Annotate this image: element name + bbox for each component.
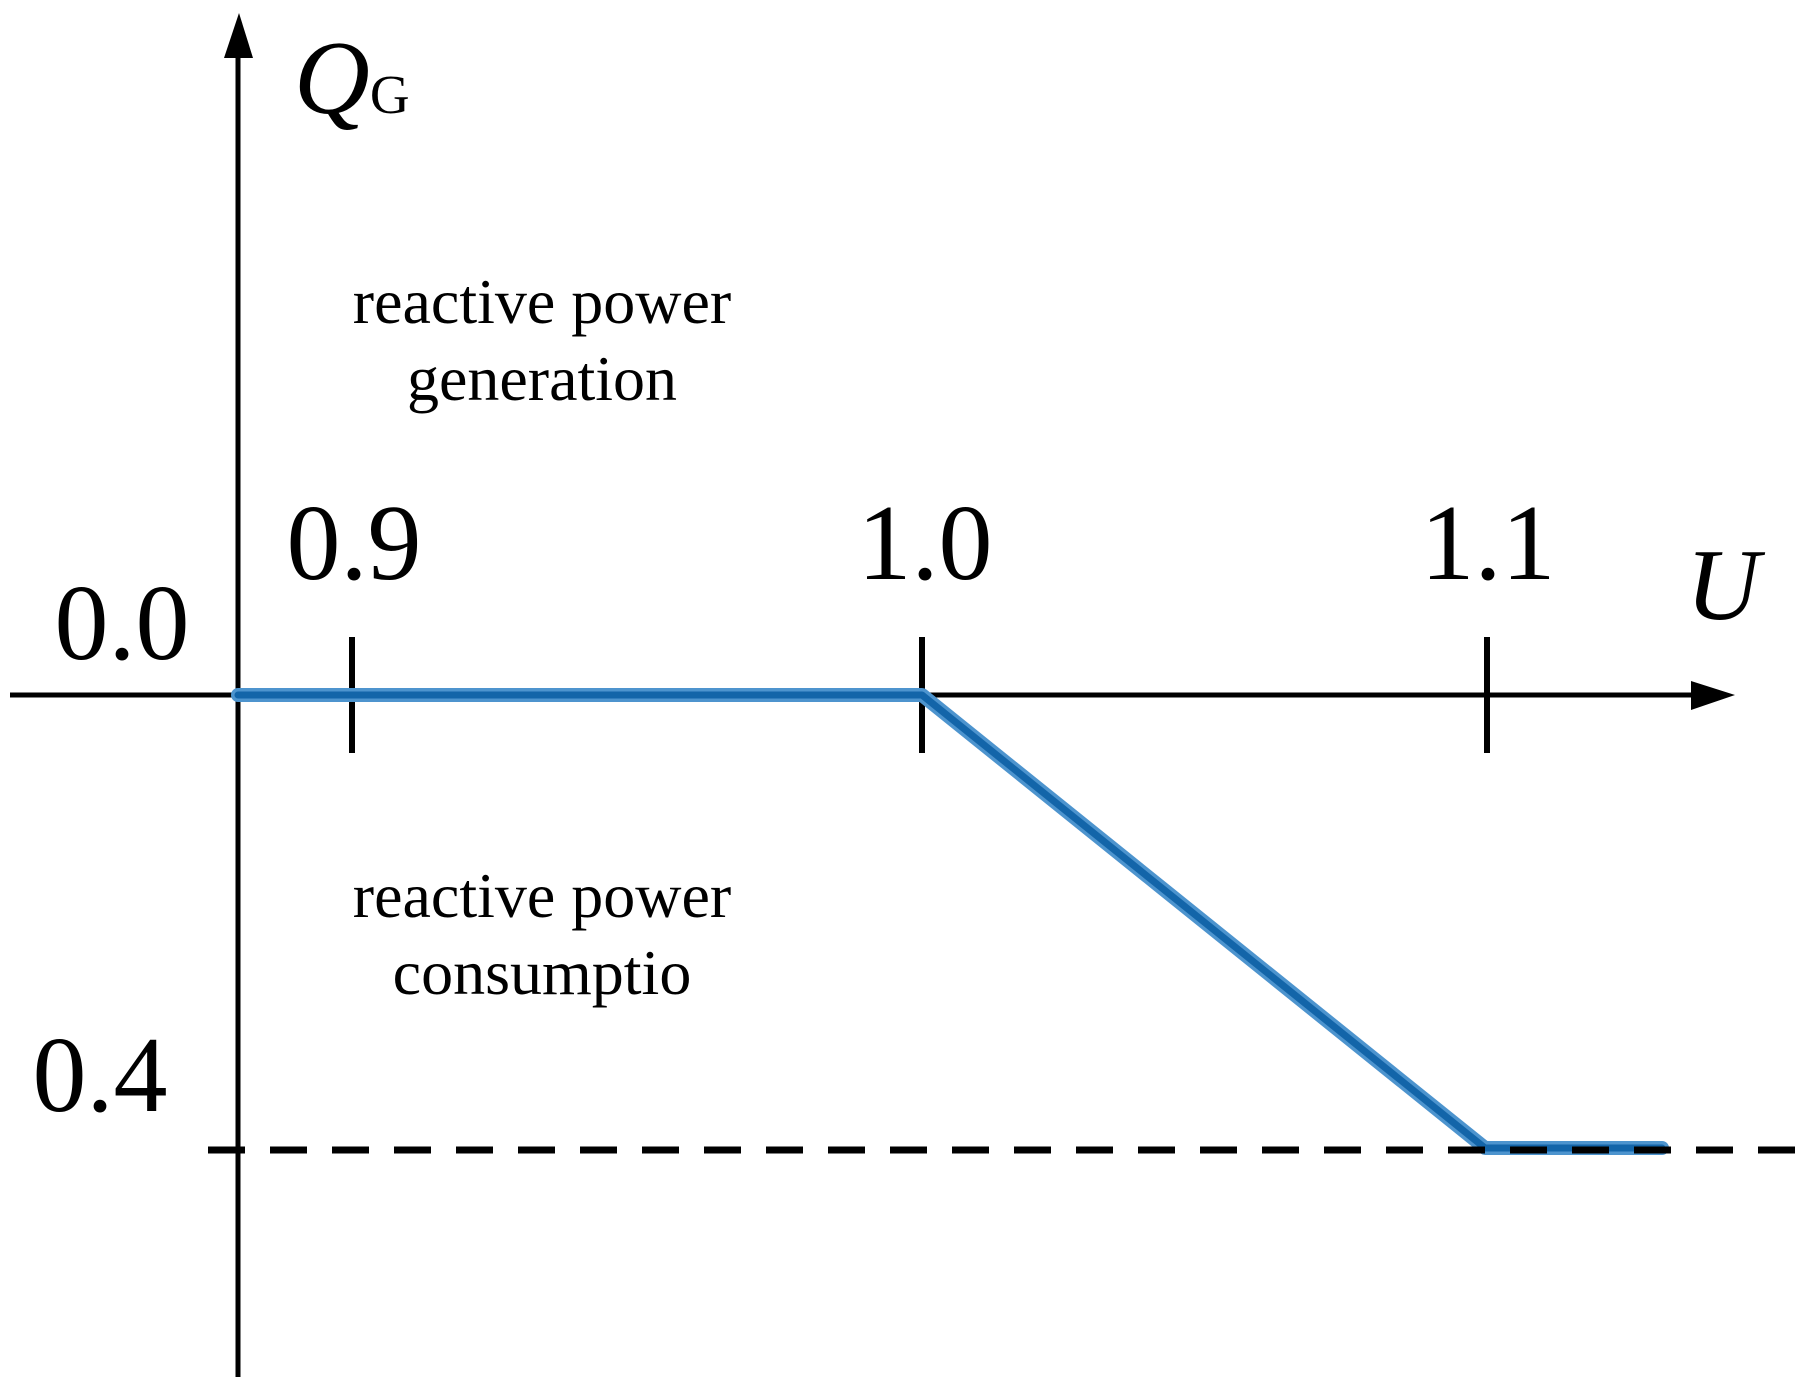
annotation-consumption: reactive power consumptio [353,857,731,1011]
annotation-generation: reactive power generation [353,263,731,417]
annotation-generation-line2: generation [406,343,678,414]
y-axis-arrowhead-icon [224,13,253,58]
annotation-consumption-line2: consumptio [392,937,692,1008]
y-axis-title: QG [294,25,410,130]
tick-label-09: 0.9 [286,484,422,603]
tick-label-10: 1.0 [857,484,993,603]
x-axis-title: U [1686,529,1760,642]
y-label-qmin: 0.4 [32,1016,168,1135]
tick-label-11: 1.1 [1420,484,1556,603]
y-axis-title-subscript: G [369,64,410,125]
annotation-consumption-line1: reactive power [352,860,732,931]
annotation-generation-line1: reactive power [352,266,732,337]
y-axis-title-symbol: Q [294,19,370,136]
y-label-zero: 0.0 [54,564,190,683]
x-axis-arrowhead-icon [1691,681,1735,710]
